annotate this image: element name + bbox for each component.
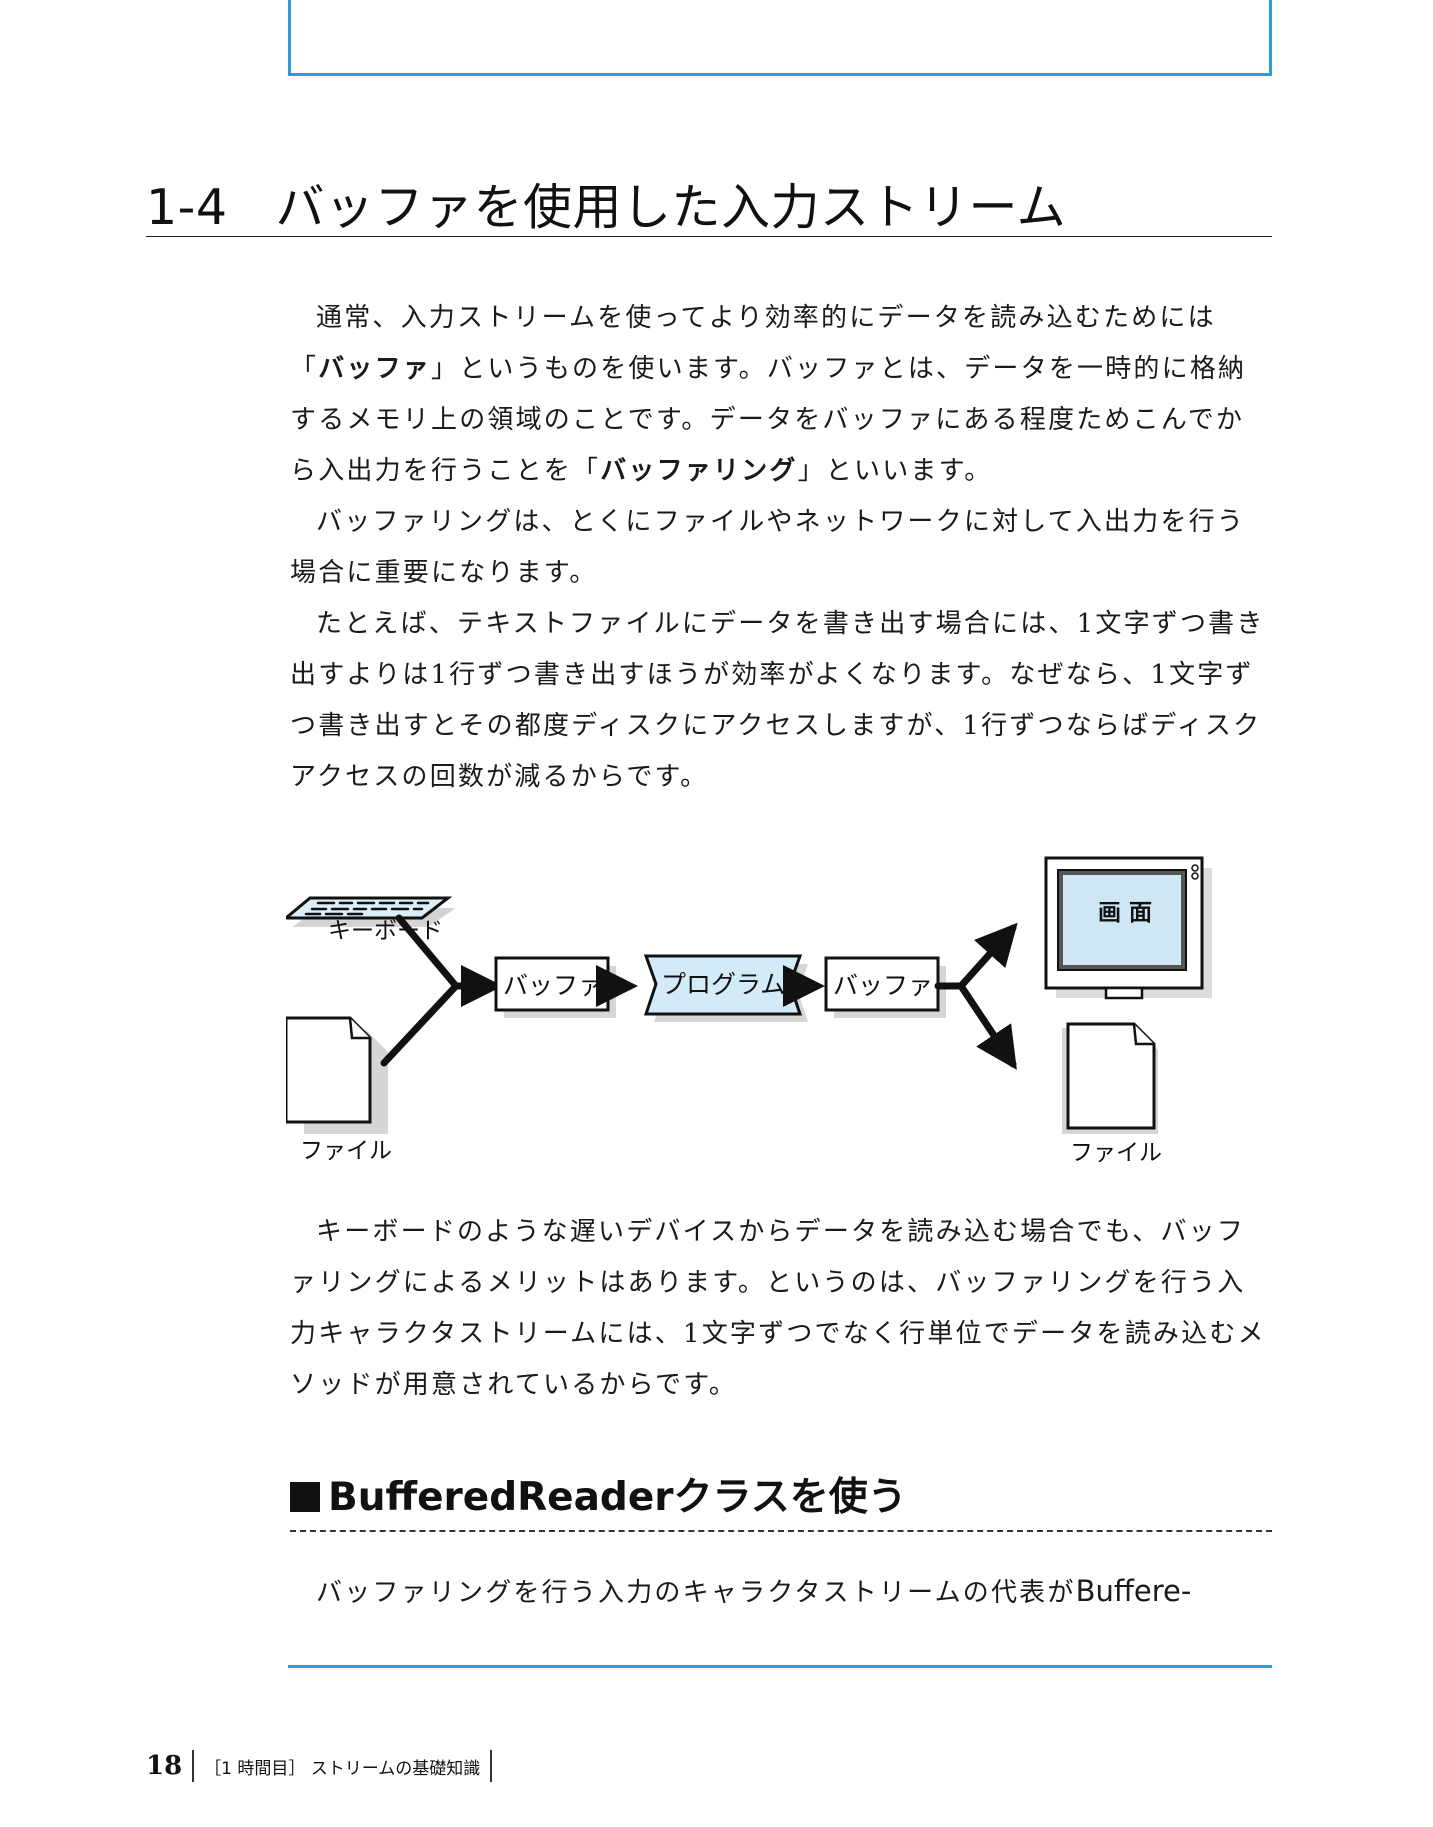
paragraph: 通常、入力ストリームを使ってより効率的にデータを読み込むためには「バッファ」とい… bbox=[290, 293, 1272, 497]
input-arrows bbox=[380, 914, 503, 1067]
footer-separator-right bbox=[490, 1750, 493, 1782]
chapter-name: ［1 時間目］ ストリームの基礎知識 bbox=[204, 1758, 481, 1779]
program-label: プログラム bbox=[661, 970, 785, 999]
section-title: 1-4 バッファを使用した入力ストリーム bbox=[146, 168, 1066, 239]
screen-label: 画 面 bbox=[1098, 900, 1152, 926]
section-number: 1-4 bbox=[146, 179, 228, 236]
title-underline bbox=[146, 236, 1272, 237]
screen-icon bbox=[1044, 856, 1212, 1000]
subheading-dashed-rule bbox=[290, 1530, 1272, 1532]
subsection-heading: BufferedReaderクラスを使う bbox=[290, 1466, 907, 1522]
top-frame-box bbox=[288, 0, 1272, 76]
keyboard-label: キーボード bbox=[328, 918, 443, 944]
footer-separator-left bbox=[192, 1750, 195, 1782]
input-file-icon bbox=[286, 1016, 388, 1134]
page-footer: 18 ［1 時間目］ ストリームの基礎知識 bbox=[146, 1749, 493, 1783]
paragraph: たとえば、テキストファイルにデータを書き出す場合には、1文字ずつ書き出すよりは1… bbox=[290, 599, 1272, 803]
body-text-block-2: キーボードのような遅いデバイスからデータを読み込む場合でも、バッファリングによる… bbox=[290, 1207, 1272, 1411]
paragraph-text: たとえば、テキストファイルにデータを書き出す場合には、1文字ずつ書き出すよりは1… bbox=[290, 609, 1265, 792]
subsection-heading-text: BufferedReaderクラスを使う bbox=[328, 1475, 907, 1520]
keyboard-icon bbox=[286, 896, 456, 927]
output-buffer-label: バッファ bbox=[833, 971, 933, 1000]
section-title-text: バッファを使用した入力ストリーム bbox=[275, 179, 1067, 236]
body-text-block-1: 通常、入力ストリームを使ってより効率的にデータを読み込むためには「バッファ」とい… bbox=[290, 293, 1272, 803]
output-arrows bbox=[934, 922, 1018, 1070]
paragraph: キーボードのような遅いデバイスからデータを読み込む場合でも、バッファリングによる… bbox=[290, 1207, 1272, 1411]
input-file-label: ファイル bbox=[300, 1138, 392, 1164]
bottom-rule bbox=[288, 1665, 1272, 1668]
output-buffer-box bbox=[824, 956, 946, 1018]
continued-paragraph-text: バッファリングを行う入力のキャラクタストリームの代表が bbox=[316, 1578, 1076, 1608]
paragraph-text: キーボードのような遅いデバイスからデータを読み込む場合でも、バッファリングによる… bbox=[290, 1217, 1266, 1400]
bold-term: バッファリング bbox=[600, 456, 798, 486]
page-number: 18 bbox=[146, 1751, 183, 1781]
input-buffer-label: バッファ bbox=[503, 971, 603, 1000]
paragraph: バッファリングは、とくにファイルやネットワークに対して入出力を行う場合に重要にな… bbox=[290, 497, 1272, 599]
output-file-label: ファイル bbox=[1070, 1140, 1162, 1166]
buffering-diagram: キーボード ファイル バッファ プログラム bbox=[286, 838, 1276, 1178]
paragraph-text: バッファリングは、とくにファイルやネットワークに対して入出力を行う場合に重要にな… bbox=[290, 507, 1246, 588]
bold-term: バッファ bbox=[318, 354, 432, 384]
output-file-icon bbox=[1062, 1022, 1158, 1134]
program-box bbox=[643, 954, 808, 1022]
square-bullet-icon bbox=[290, 1482, 320, 1512]
paragraph-text: 通常、入力ストリームを使ってより効率的にデータを読み込むためには「 bbox=[290, 303, 1216, 384]
class-name-fragment: Buffere- bbox=[1075, 1574, 1192, 1608]
continued-paragraph: バッファリングを行う入力のキャラクタストリームの代表がBuffere- bbox=[290, 1566, 1272, 1619]
paragraph-text: 」というものを使います。バッファとは、データを一時的に格納するメモリ上の領域のこ… bbox=[290, 354, 1247, 486]
paragraph-text: 」といいます。 bbox=[797, 456, 993, 486]
